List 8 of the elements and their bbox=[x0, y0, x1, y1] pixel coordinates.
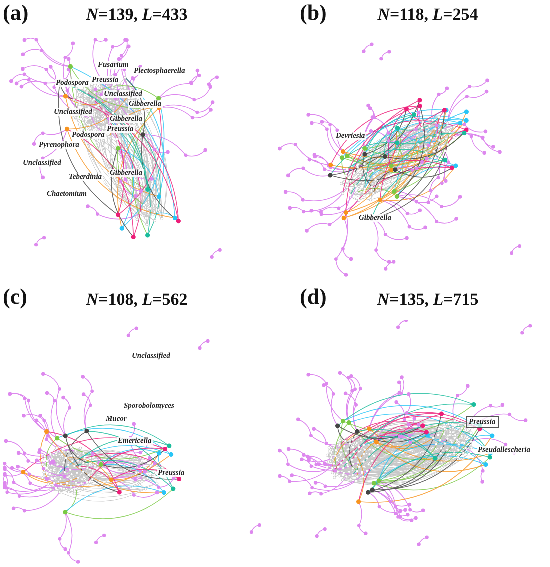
panel-title: N=118, L=254 bbox=[378, 6, 478, 23]
panel-label: (a) bbox=[3, 2, 29, 24]
panel-label: (c) bbox=[3, 286, 28, 308]
panel-label: (d) bbox=[300, 286, 327, 308]
panel-title: N=139, L=433 bbox=[86, 6, 188, 23]
panel-title: N=108, L=562 bbox=[86, 291, 188, 308]
panel-title: N=135, L=715 bbox=[377, 291, 479, 308]
panel-label: (b) bbox=[300, 2, 327, 24]
